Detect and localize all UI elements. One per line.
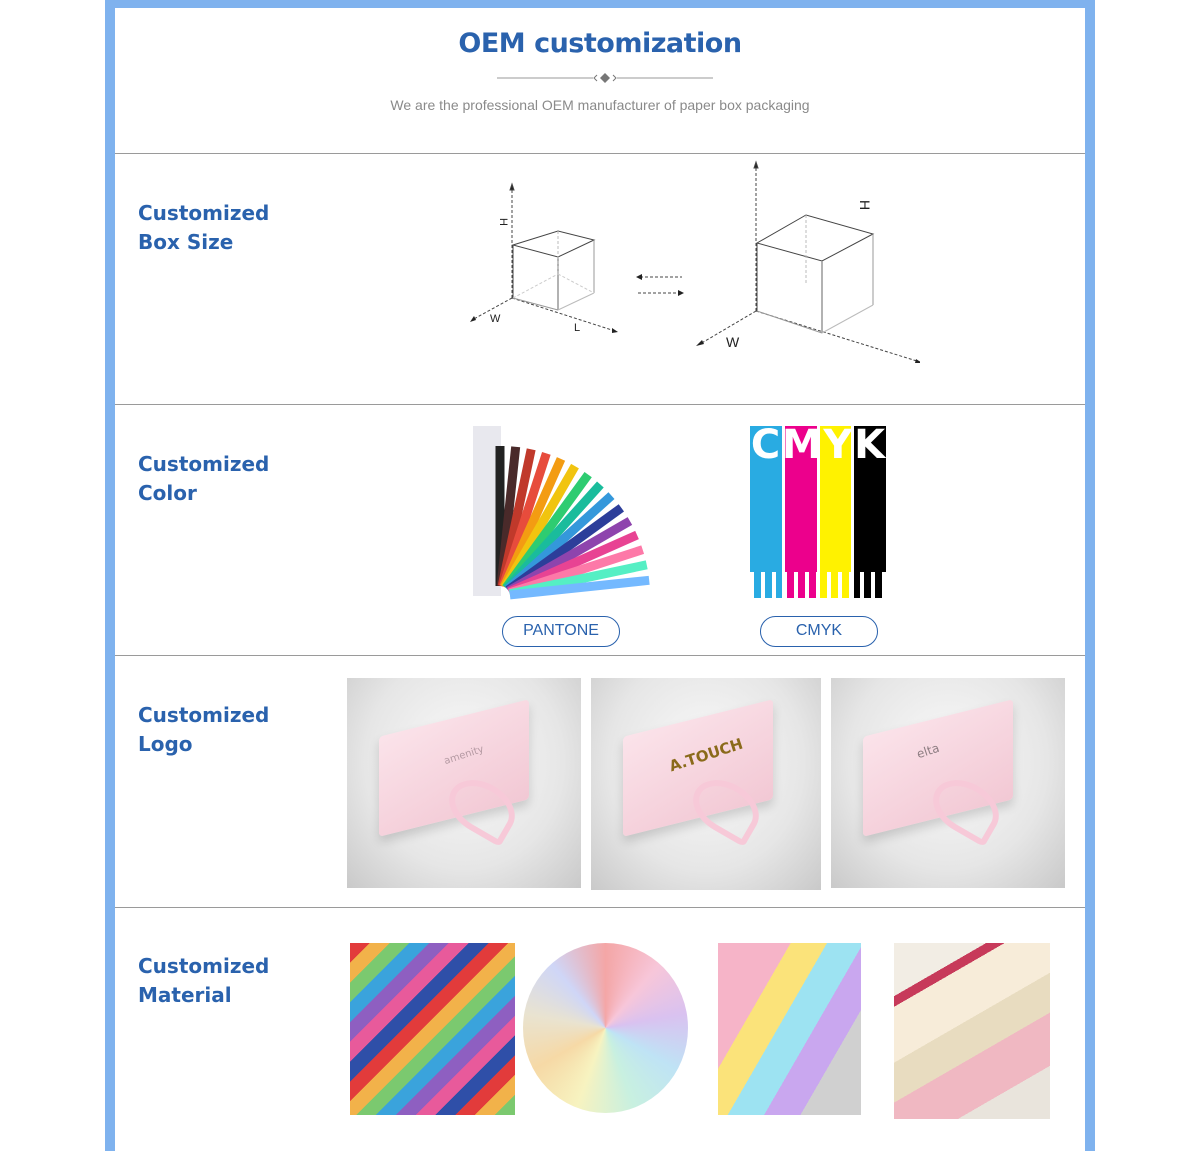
section-divider — [115, 655, 1085, 656]
page-subtitle: We are the professional OEM manufacturer… — [390, 97, 810, 113]
title-line: Material — [138, 983, 232, 1007]
cmyk-bar-yellow — [819, 426, 852, 598]
axis-label-h: H — [857, 200, 873, 210]
section-divider — [115, 907, 1085, 908]
cmyk-letter: M — [781, 422, 822, 468]
cmyk-letter: C — [750, 422, 781, 468]
material-glitter-paper-image — [718, 943, 861, 1115]
content-panel: OEM customization We are the professiona… — [115, 8, 1085, 1151]
section-title-box-size: Customized Box Size — [138, 199, 269, 257]
cmyk-letter: K — [854, 422, 886, 468]
pantone-button[interactable]: PANTONE — [502, 616, 620, 647]
title-divider — [497, 73, 713, 83]
material-specialty-paper-image — [894, 943, 1050, 1119]
section-title-logo: Customized Logo — [138, 701, 269, 759]
fan-swatch — [509, 575, 650, 600]
cmyk-letter: Y — [823, 422, 853, 468]
axis-label-h: H — [497, 218, 509, 226]
title-line: Customized — [138, 954, 270, 978]
material-color-discs-image — [523, 943, 688, 1113]
logo-sample-image: A.TOUCH — [591, 678, 821, 890]
box-size-diagram: H W L H W L — [470, 160, 920, 363]
cmyk-image: C M Y K — [750, 422, 886, 598]
axis-label-w: W — [726, 334, 740, 350]
title-line: Customized — [138, 201, 270, 225]
title-line: Color — [138, 481, 197, 505]
title-line: Customized — [138, 703, 270, 727]
title-line: Box Size — [138, 230, 234, 254]
logo-sample-image: amenity — [347, 678, 581, 888]
section-divider — [115, 404, 1085, 405]
pantone-fan-image — [473, 426, 650, 600]
page-title: OEM customization — [458, 28, 742, 59]
material-paper-rolls-image — [350, 943, 515, 1115]
cmyk-bar-cyan — [750, 426, 782, 598]
title-line: Customized — [138, 452, 270, 476]
section-title-material: Customized Material — [138, 952, 269, 1010]
title-line: Logo — [138, 732, 193, 756]
cmyk-button[interactable]: CMYK — [760, 616, 878, 647]
logo-sample-image: elta — [831, 678, 1065, 888]
section-divider — [115, 153, 1085, 154]
section-title-color: Customized Color — [138, 450, 269, 508]
axis-label-l: L — [574, 322, 580, 334]
cmyk-bar-magenta — [784, 426, 817, 598]
cmyk-bar-black — [854, 426, 886, 598]
axis-label-w: W — [490, 313, 501, 325]
